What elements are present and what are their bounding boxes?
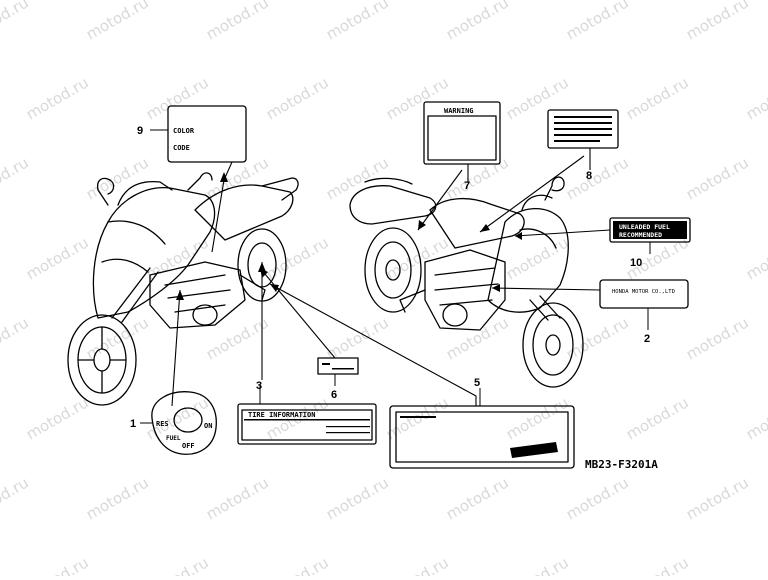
watermark-text-9: motod.ru xyxy=(263,73,332,123)
info-label-stripes xyxy=(547,109,619,149)
manufacturer-text: HONDA MOTOR CO.,LTD xyxy=(612,289,675,295)
watermark-text-14: motod.ru xyxy=(0,153,32,203)
fuel-off-text: OFF xyxy=(182,442,195,450)
watermark-text-25: motod.ru xyxy=(503,233,572,283)
watermark-text-18: motod.ru xyxy=(443,153,512,203)
watermark-text-20: motod.ru xyxy=(683,153,752,203)
callout-8: 8 xyxy=(586,170,592,182)
motorcycle-left-view xyxy=(67,172,299,406)
watermark-text-4: motod.ru xyxy=(443,0,512,43)
watermark-text-38: motod.ru xyxy=(383,393,452,443)
watermark-text-40: motod.ru xyxy=(623,393,692,443)
watermark-text-51: motod.ru xyxy=(263,553,332,576)
callout-7: 7 xyxy=(464,180,470,192)
watermark-text-46: motod.ru xyxy=(443,473,512,523)
watermark-text-1: motod.ru xyxy=(83,0,152,43)
callout-6: 6 xyxy=(331,389,337,401)
watermark-text-5: motod.ru xyxy=(563,0,632,43)
watermark-text-23: motod.ru xyxy=(263,233,332,283)
callout-5: 5 xyxy=(474,377,480,389)
color-code-text-1: COLOR xyxy=(173,127,195,135)
fuel-res-text: RES xyxy=(156,420,169,428)
watermark-text-55: motod.ru xyxy=(743,553,768,576)
motorcycle-right-view xyxy=(349,176,584,388)
watermark-text-47: motod.ru xyxy=(563,473,632,523)
small-label xyxy=(317,357,359,375)
watermark-text-2: motod.ru xyxy=(203,0,272,43)
watermark-text-29: motod.ru xyxy=(83,313,152,363)
watermark-text-13: motod.ru xyxy=(743,73,768,123)
large-label xyxy=(389,405,575,469)
callout-10: 10 xyxy=(630,257,642,269)
callout-3: 3 xyxy=(256,380,262,392)
watermark-text-8: motod.ru xyxy=(143,73,212,123)
color-code-text-2: CODE xyxy=(173,144,190,152)
watermark-text-42: motod.ru xyxy=(0,473,32,523)
watermark-text-12: motod.ru xyxy=(623,73,692,123)
watermark-text-0: motod.ru xyxy=(0,0,32,43)
watermark-text-28: motod.ru xyxy=(0,313,32,363)
watermark-text-11: motod.ru xyxy=(503,73,572,123)
warning-label xyxy=(423,101,501,165)
watermark-text-54: motod.ru xyxy=(623,553,692,576)
fuel-fuel-text: FUEL xyxy=(166,435,181,442)
callout-1: 1 xyxy=(130,418,136,430)
color-code-label xyxy=(167,105,247,163)
watermark-text-34: motod.ru xyxy=(683,313,752,363)
watermark-text-39: motod.ru xyxy=(503,393,572,443)
watermark-text-35: motod.ru xyxy=(23,393,92,443)
part-code: MB23-F3201A xyxy=(585,458,658,471)
watermark-text-32: motod.ru xyxy=(443,313,512,363)
watermark-text-53: motod.ru xyxy=(503,553,572,576)
watermark-text-30: motod.ru xyxy=(203,313,272,363)
watermark-text-15: motod.ru xyxy=(83,153,152,203)
watermark-text-6: motod.ru xyxy=(683,0,752,43)
tire-info-text: TIRE INFORMATION xyxy=(248,411,315,419)
warning-text: WARNING xyxy=(444,107,474,115)
watermark-text-48: motod.ru xyxy=(683,473,752,523)
callout-9: 9 xyxy=(137,125,143,137)
tire-information-label xyxy=(237,403,377,445)
watermark-text-49: motod.ru xyxy=(23,553,92,576)
watermark-text-19: motod.ru xyxy=(563,153,632,203)
fuel-on-text: ON xyxy=(204,422,212,430)
manufacturer-label xyxy=(599,279,689,309)
watermark-text-33: motod.ru xyxy=(563,313,632,363)
watermark-text-45: motod.ru xyxy=(323,473,392,523)
watermark-text-7: motod.ru xyxy=(23,73,92,123)
watermark-text-21: motod.ru xyxy=(23,233,92,283)
watermark-text-50: motod.ru xyxy=(143,553,212,576)
watermark-text-43: motod.ru xyxy=(83,473,152,523)
watermark-text-3: motod.ru xyxy=(323,0,392,43)
watermark-text-52: motod.ru xyxy=(383,553,452,576)
watermark-text-24: motod.ru xyxy=(383,233,452,283)
watermark-text-41: motod.ru xyxy=(743,393,768,443)
unleaded-text-2: RECOMMENDED xyxy=(619,231,662,239)
callout-2: 2 xyxy=(644,333,650,345)
watermark-text-27: motod.ru xyxy=(743,233,768,283)
unleaded-text-1: UNLEADED FUEL xyxy=(619,223,670,231)
watermark-text-44: motod.ru xyxy=(203,473,272,523)
